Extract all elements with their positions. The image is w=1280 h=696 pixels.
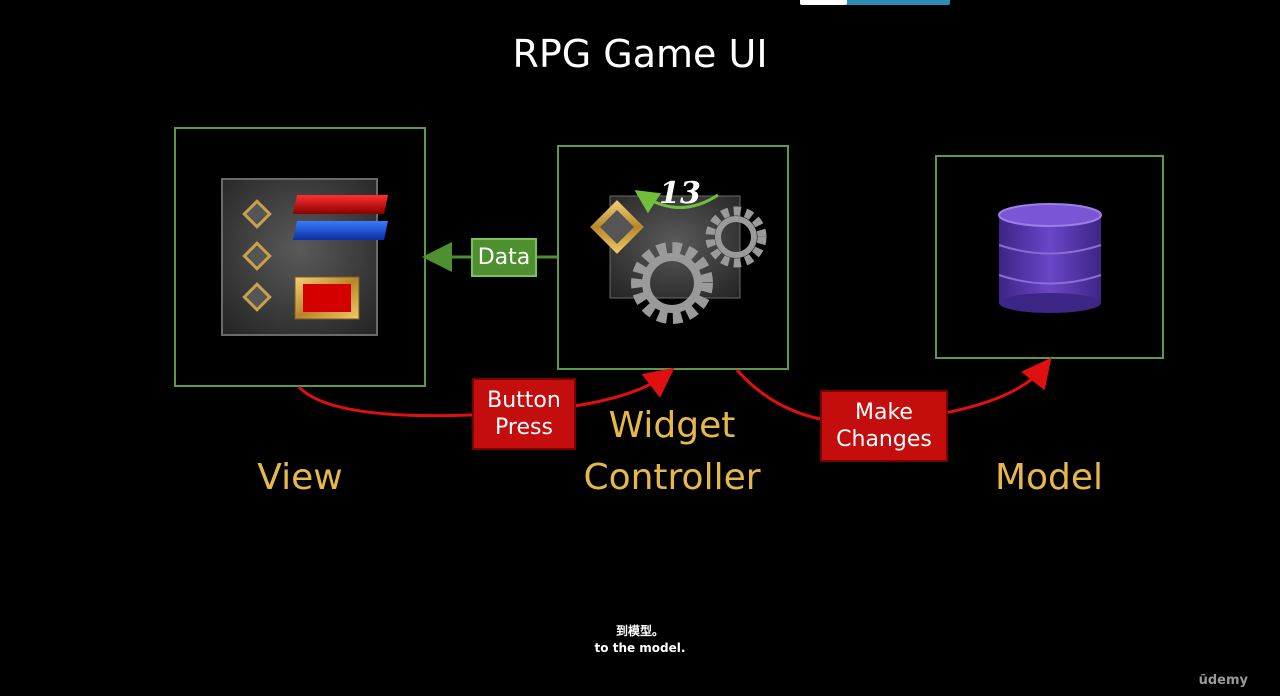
diamond-icon (242, 282, 272, 312)
diamond-icon (242, 199, 272, 229)
rpg-widget-icon (221, 178, 388, 336)
small-gear-icon (705, 206, 767, 268)
controller-label-line2: Controller (583, 457, 761, 498)
large-gear-icon (631, 242, 713, 324)
database-icon (998, 203, 1102, 313)
subtitle-chinese: 到模型。 (615, 624, 664, 638)
video-progress-fill (800, 0, 847, 5)
subtitle-english: to the model. (594, 641, 686, 655)
button-press-arrow (297, 367, 675, 418)
counter-value: 13 (659, 176, 701, 211)
gears-icon (590, 190, 767, 324)
button-press-tag: Button Press (472, 378, 576, 450)
data-tag: Data (471, 238, 537, 277)
udemy-logo: ūdemy (1198, 673, 1248, 688)
controller-label-line1: Widget (608, 405, 736, 446)
slide-title: RPG Game UI (512, 32, 768, 76)
video-progress-bar[interactable] (800, 0, 950, 5)
make-changes-line1: Make (855, 399, 913, 425)
make-changes-line2: Changes (836, 427, 932, 452)
controller-label: Widget Controller (572, 400, 772, 504)
model-label: Model (994, 457, 1104, 498)
diamond-icon (242, 241, 272, 271)
health-bar (293, 195, 388, 214)
make-changes-tag: Make Changes (820, 390, 948, 462)
red-button-icon (294, 276, 360, 320)
button-press-line1: Button (487, 387, 561, 413)
view-label: View (257, 457, 343, 498)
button-press-line2: Press (495, 415, 553, 440)
mana-bar (293, 221, 388, 240)
